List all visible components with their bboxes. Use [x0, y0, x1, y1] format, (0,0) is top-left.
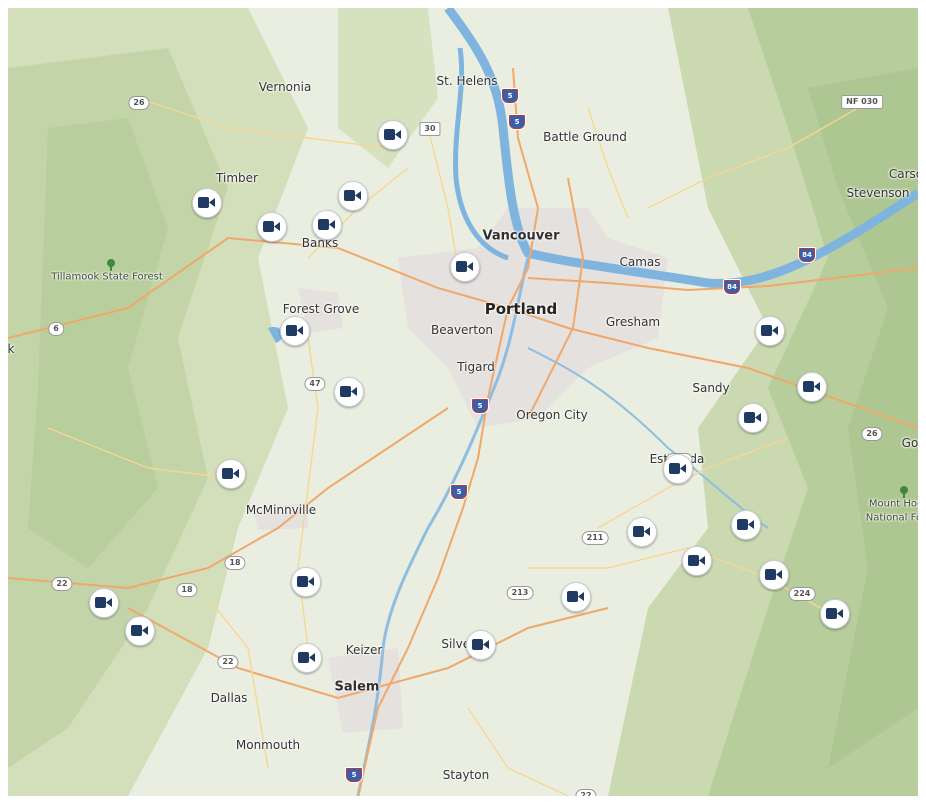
interstate-shield-5: 5 — [450, 484, 468, 500]
camera-marker[interactable] — [257, 212, 287, 242]
video-camera-icon — [456, 261, 473, 272]
video-camera-icon — [633, 526, 650, 537]
camera-marker[interactable] — [291, 567, 321, 597]
video-camera-icon — [688, 555, 705, 566]
video-camera-icon — [669, 463, 686, 474]
camera-marker[interactable] — [663, 454, 693, 484]
highway-shield-224: 224 — [788, 587, 816, 601]
camera-marker[interactable] — [682, 546, 712, 576]
camera-marker[interactable] — [820, 599, 850, 629]
camera-marker[interactable] — [450, 252, 480, 282]
camera-marker[interactable] — [755, 316, 785, 346]
video-camera-icon — [95, 597, 112, 608]
camera-marker[interactable] — [738, 403, 768, 433]
highway-shield-nf030: NF 030 — [841, 95, 883, 109]
camera-marker[interactable] — [797, 372, 827, 402]
camera-marker[interactable] — [759, 560, 789, 590]
video-camera-icon — [340, 386, 357, 397]
video-camera-icon — [744, 412, 761, 423]
camera-marker[interactable] — [378, 120, 408, 150]
camera-marker[interactable] — [334, 377, 364, 407]
highway-shield-22: 22 — [217, 655, 239, 669]
video-camera-icon — [298, 652, 315, 663]
video-camera-icon — [318, 219, 335, 230]
interstate-shield-5: 5 — [501, 88, 519, 104]
camera-marker[interactable] — [89, 588, 119, 618]
interstate-shield-5: 5 — [471, 398, 489, 414]
interstate-shield-5: 5 — [345, 767, 363, 783]
highway-shield-18: 18 — [176, 583, 198, 597]
video-camera-icon — [765, 569, 782, 580]
camera-marker[interactable] — [466, 630, 496, 660]
highway-shield-22: 22 — [575, 789, 597, 796]
camera-marker[interactable] — [731, 510, 761, 540]
highway-shield-18: 18 — [224, 556, 246, 570]
interstate-shield-5: 5 — [508, 114, 526, 130]
video-camera-icon — [297, 576, 314, 587]
forest-tree-icon — [899, 483, 909, 498]
highway-shield-26: 26 — [861, 427, 883, 441]
video-camera-icon — [567, 591, 584, 602]
camera-marker[interactable] — [312, 210, 342, 240]
highway-shield-47: 47 — [304, 377, 326, 391]
camera-marker[interactable] — [280, 316, 310, 346]
forest-tree-icon — [106, 256, 116, 271]
map-view[interactable]: Vernonia St. Helens Battle Ground Timber… — [8, 8, 918, 796]
video-camera-icon — [737, 519, 754, 530]
video-camera-icon — [263, 221, 280, 232]
camera-marker[interactable] — [125, 616, 155, 646]
interstate-shield-84: 84 — [798, 247, 816, 263]
camera-marker[interactable] — [192, 188, 222, 218]
video-camera-icon — [826, 608, 843, 619]
video-camera-icon — [131, 625, 148, 636]
video-camera-icon — [803, 381, 820, 392]
camera-marker[interactable] — [338, 181, 368, 211]
map-base-layer — [8, 8, 918, 796]
highway-shield-211: 211 — [581, 531, 609, 545]
camera-marker[interactable] — [561, 582, 591, 612]
camera-marker[interactable] — [292, 643, 322, 673]
video-camera-icon — [222, 468, 239, 479]
interstate-shield-84: 84 — [723, 279, 741, 295]
highway-shield-22: 22 — [51, 577, 73, 591]
camera-marker[interactable] — [216, 459, 246, 489]
highway-shield-30: 30 — [419, 122, 441, 136]
video-camera-icon — [198, 197, 215, 208]
camera-marker[interactable] — [627, 517, 657, 547]
video-camera-icon — [384, 129, 401, 140]
video-camera-icon — [472, 639, 489, 650]
highway-shield-6: 6 — [48, 322, 64, 336]
video-camera-icon — [286, 325, 303, 336]
video-camera-icon — [344, 190, 361, 201]
highway-shield-213: 213 — [506, 586, 534, 600]
video-camera-icon — [761, 325, 778, 336]
highway-shield-26: 26 — [128, 96, 150, 110]
